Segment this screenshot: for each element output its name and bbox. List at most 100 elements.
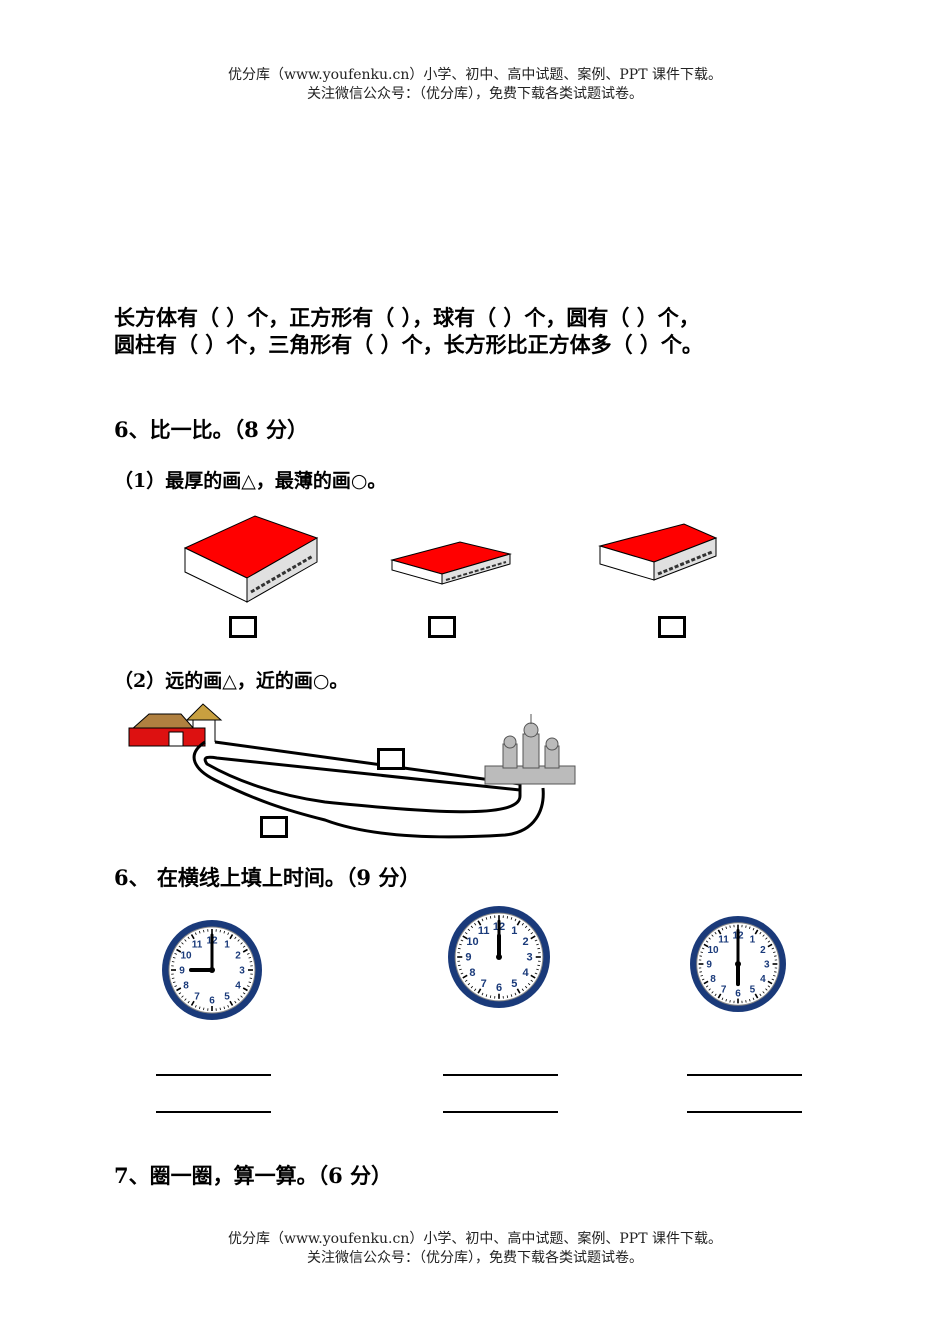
clock-tick bbox=[194, 932, 197, 935]
clock-tick bbox=[462, 974, 468, 979]
clock-tick bbox=[773, 975, 776, 977]
clock-tick bbox=[752, 997, 755, 1001]
clock-tick bbox=[754, 993, 759, 999]
question-7-title: 7、圈一圈，算一算。（6 分） bbox=[114, 1163, 393, 1188]
clock-tick bbox=[530, 932, 534, 935]
clock-tick bbox=[237, 939, 240, 942]
clock-tick bbox=[203, 929, 205, 933]
clock-numeral: 4 bbox=[760, 974, 766, 985]
clock-numeral: 1 bbox=[511, 925, 517, 937]
clock-tick bbox=[190, 934, 195, 940]
clock-tick bbox=[234, 936, 237, 940]
clock-tick bbox=[759, 931, 762, 935]
clock-tick bbox=[516, 988, 521, 994]
clock-tick bbox=[711, 991, 714, 994]
clock-tick bbox=[521, 922, 524, 926]
clock-tick bbox=[227, 1005, 230, 1008]
clock-tick bbox=[229, 1000, 234, 1006]
clock-numeral: 2 bbox=[522, 936, 528, 948]
time-answer-line-3b[interactable] bbox=[687, 1111, 802, 1113]
clock-numeral: 9 bbox=[179, 966, 185, 977]
clock-numeral: 6 bbox=[496, 982, 502, 994]
time-answer-line-1b[interactable] bbox=[156, 1111, 271, 1113]
clock-center bbox=[209, 967, 215, 973]
clock-numeral: 6 bbox=[209, 996, 215, 1007]
clock-tick bbox=[459, 943, 462, 946]
clock-tick bbox=[524, 985, 528, 989]
clock-tick bbox=[242, 948, 248, 953]
clock-tick bbox=[234, 1000, 237, 1004]
clock-numeral: 4 bbox=[522, 967, 529, 979]
clock-tick bbox=[242, 945, 246, 948]
answer-box-far[interactable] bbox=[377, 748, 405, 770]
clock-tick bbox=[537, 947, 540, 950]
answer-box-near[interactable] bbox=[260, 816, 288, 838]
clock-tick bbox=[249, 961, 253, 963]
clock-center bbox=[496, 954, 502, 960]
clock-numeral: 3 bbox=[239, 966, 245, 977]
clock-tick bbox=[725, 999, 727, 1002]
footer-line-1: 优分库（www.youfenku.cn）小学、初中、高中试题、案例、PPT 课件… bbox=[227, 1231, 722, 1247]
clock-numeral: 1 bbox=[224, 940, 230, 951]
clock-center bbox=[735, 961, 741, 967]
clock-tick bbox=[184, 939, 187, 942]
question-6-title: 6、比一比。（8 分） bbox=[114, 417, 309, 442]
clock-tick bbox=[203, 1007, 205, 1011]
clock-tick bbox=[514, 918, 517, 922]
answer-box-thick-book[interactable] bbox=[229, 616, 257, 638]
clock-tick bbox=[530, 935, 536, 940]
clock-tick bbox=[516, 920, 521, 926]
clock-tick bbox=[705, 940, 709, 943]
clock-tick bbox=[721, 997, 724, 1001]
clock-tick bbox=[470, 985, 474, 989]
clock-numeral: 9 bbox=[465, 952, 471, 964]
clock-numeral: 2 bbox=[235, 951, 241, 962]
clock-tick bbox=[178, 945, 182, 948]
clock-tick bbox=[510, 917, 513, 920]
answer-box-thin-book[interactable] bbox=[428, 616, 456, 638]
time-answer-line-2a[interactable] bbox=[443, 1074, 558, 1076]
clock-numeral: 7 bbox=[481, 978, 487, 990]
clock-numeral: 4 bbox=[235, 981, 241, 992]
clock-tick bbox=[749, 926, 751, 929]
clock-tick bbox=[521, 988, 524, 992]
medium-book-image bbox=[598, 523, 718, 581]
clock-tick bbox=[470, 925, 474, 929]
clock-tick bbox=[176, 948, 182, 953]
clock-tick bbox=[717, 993, 722, 999]
thick-book-image bbox=[183, 515, 319, 603]
clock-numeral: 3 bbox=[764, 960, 770, 971]
clock-tick bbox=[527, 928, 531, 932]
clock-tick bbox=[229, 934, 234, 940]
clock-tick bbox=[460, 939, 464, 942]
clock-numeral: 5 bbox=[511, 978, 517, 990]
time-answer-line-3a[interactable] bbox=[687, 1074, 802, 1076]
clock-tick bbox=[530, 974, 536, 979]
clock-numeral: 11 bbox=[478, 925, 490, 937]
clock-tick bbox=[227, 932, 230, 935]
clock-numeral: 1 bbox=[750, 935, 756, 946]
clock-tick bbox=[759, 993, 762, 997]
clock-tick bbox=[242, 987, 248, 992]
clock-tick bbox=[765, 937, 768, 940]
time-answer-line-1a[interactable] bbox=[156, 1074, 271, 1076]
clock-tick bbox=[187, 936, 190, 940]
answer-box-medium-book[interactable] bbox=[658, 616, 686, 638]
clock-tick bbox=[773, 951, 776, 953]
clock-numeral: 11 bbox=[192, 940, 203, 951]
clock-tick bbox=[506, 995, 509, 998]
clock-numeral: 5 bbox=[224, 991, 230, 1002]
question-6-part-2: （2）远的画△，近的画○。 bbox=[114, 670, 349, 692]
clock-tick bbox=[249, 977, 253, 979]
clock-tick bbox=[184, 998, 187, 1001]
clock-tick bbox=[481, 992, 484, 996]
question-time-title: 6、 在横线上填上时间。（9 分） bbox=[114, 865, 421, 890]
clock-tick bbox=[514, 992, 517, 996]
clock-tick bbox=[458, 947, 461, 950]
clock-tick bbox=[771, 978, 775, 981]
thin-book-image bbox=[390, 541, 512, 585]
time-answer-line-2b[interactable] bbox=[443, 1111, 558, 1113]
clock-tick bbox=[762, 991, 765, 994]
